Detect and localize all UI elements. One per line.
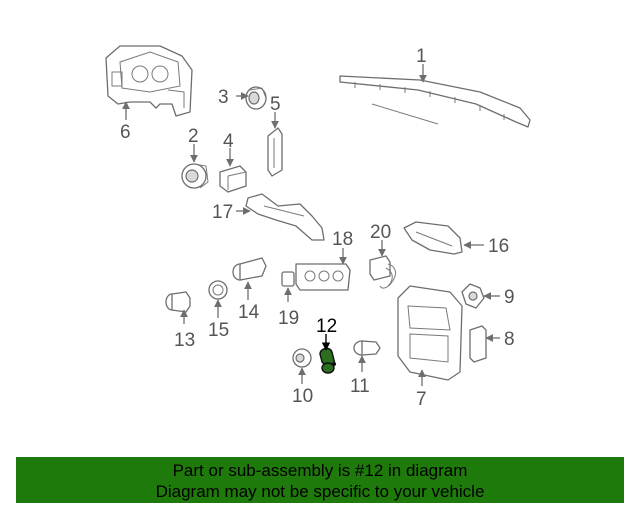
- callout-9: 9: [504, 287, 515, 308]
- banner-line-1: Part or sub-assembly is #12 in diagram: [172, 461, 468, 480]
- part-18-control-panel[interactable]: [295, 263, 351, 291]
- callout-4: 4: [223, 131, 234, 152]
- callout-6: 6: [120, 122, 131, 143]
- part-20-connector[interactable]: [369, 255, 396, 289]
- callout-20: 20: [370, 222, 391, 243]
- callout-3: 3: [218, 87, 229, 108]
- callout-15: 15: [208, 320, 229, 341]
- callout-2: 2: [188, 126, 199, 147]
- part-3-knob[interactable]: [245, 86, 267, 110]
- callout-10: 10: [292, 386, 313, 407]
- parts-diagram: 1 6 3 5 2 4 17: [105, 45, 531, 410]
- callout-7: 7: [416, 389, 427, 410]
- part-5-trim-strip[interactable]: [267, 127, 283, 177]
- part-10-knob[interactable]: [292, 348, 312, 368]
- callout-11: 11: [350, 376, 370, 397]
- callout-19: 19: [278, 308, 299, 329]
- callout-5: 5: [270, 94, 281, 115]
- callout-16: 16: [488, 236, 509, 257]
- callout-13: 13: [174, 330, 195, 351]
- part-6-instrument-panel[interactable]: [105, 45, 193, 117]
- part-1-molding[interactable]: [339, 75, 531, 128]
- part-8-panel[interactable]: [469, 325, 487, 363]
- info-banner: Part or sub-assembly is #12 in diagram D…: [16, 457, 624, 503]
- part-2-switch[interactable]: [181, 163, 209, 189]
- callout-17: 17: [212, 202, 233, 223]
- banner-line-2: Diagram may not be specific to your vehi…: [155, 482, 485, 501]
- callout-1: 1: [416, 46, 427, 67]
- part-7-bezel[interactable]: [397, 285, 463, 381]
- callout-12: 12: [316, 316, 337, 337]
- callout-18: 18: [332, 229, 353, 250]
- part-12-highlighted[interactable]: [319, 347, 336, 374]
- part-17-bracket[interactable]: [245, 193, 325, 241]
- part-19-cap[interactable]: [281, 271, 295, 287]
- part-4-switch-block[interactable]: [219, 165, 247, 193]
- callout-8: 8: [504, 329, 515, 350]
- part-15-ring[interactable]: [208, 280, 228, 300]
- part-9-clip[interactable]: [461, 283, 485, 309]
- part-11-bulb[interactable]: [353, 340, 381, 356]
- part-14-lighter[interactable]: [232, 257, 267, 281]
- part-13-socket[interactable]: [165, 291, 191, 313]
- callout-14: 14: [238, 302, 260, 323]
- part-16-bin[interactable]: [403, 221, 463, 255]
